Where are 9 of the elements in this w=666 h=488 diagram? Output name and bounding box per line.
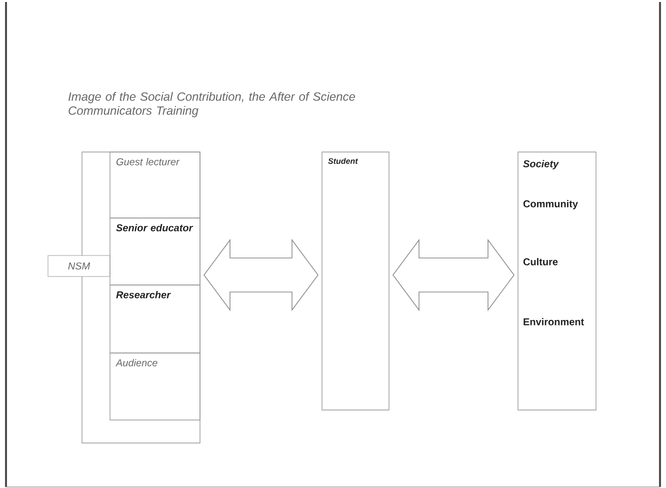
text-cell: Audience [110, 352, 200, 420]
column-box: Society Community Culture Environment [518, 152, 596, 410]
double-arrow [392, 238, 514, 312]
title: Image of the Social Contribution, the After of Science Communicators Training [68, 92, 355, 118]
text-cell: Guest lecturer [110, 152, 200, 218]
double-arrow [204, 238, 318, 312]
text-cell: Senior educator [110, 218, 200, 286]
text-cell: Researcher [110, 284, 200, 354]
column-box: Student [322, 152, 390, 410]
